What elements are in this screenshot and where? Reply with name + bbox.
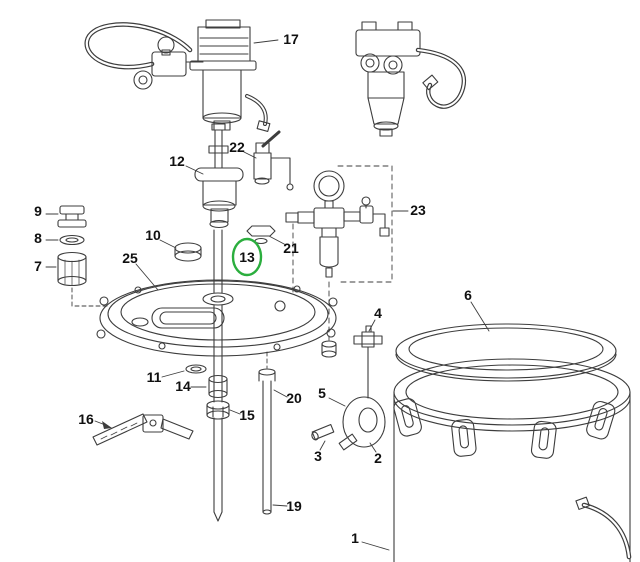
- part-label-6: 6: [464, 287, 472, 303]
- tank-body: [393, 358, 632, 562]
- highlight-ellipse-part-13: [231, 237, 263, 277]
- part-label-22: 22: [229, 139, 245, 155]
- agitator-shaft: [202, 229, 234, 522]
- part-label-3: 3: [314, 448, 322, 464]
- part-label-13: 13: [239, 249, 255, 265]
- part-label-16: 16: [78, 411, 94, 427]
- part-label-5: 5: [318, 385, 326, 401]
- part-label-19: 19: [286, 498, 302, 514]
- relief-valve: [253, 130, 294, 191]
- part-label-15: 15: [239, 407, 255, 423]
- tank-lug: [393, 398, 422, 437]
- washer-11: [185, 364, 207, 374]
- part-label-17: 17: [283, 31, 299, 47]
- part-label-1: 1: [351, 530, 359, 546]
- lid-handle: [151, 307, 225, 329]
- coupling-14: [208, 374, 228, 399]
- air-motor-right: [355, 21, 467, 137]
- part-label-21: 21: [283, 240, 299, 256]
- cup-7: [57, 251, 109, 307]
- elbow-4: [353, 325, 383, 399]
- part-label-9: 9: [34, 203, 42, 219]
- gasket-8: [59, 234, 85, 246]
- part-label-20: 20: [286, 390, 302, 406]
- regulator-assembly: [285, 165, 393, 358]
- tank-lug: [451, 418, 477, 457]
- nut-15: [206, 400, 230, 420]
- part-label-14: 14: [175, 378, 191, 394]
- agitator-drive: [194, 123, 244, 229]
- agitator-paddle: [92, 413, 194, 446]
- fluid-tube: [258, 351, 276, 515]
- part-label-4: 4: [374, 305, 382, 321]
- part-label-8: 8: [34, 230, 42, 246]
- clamp-assembly: [338, 396, 386, 451]
- cap-9: [57, 205, 87, 228]
- part-label-11: 11: [147, 369, 162, 385]
- leader-lines: [45, 39, 490, 551]
- tank-lug: [530, 420, 557, 459]
- tank-handle: [581, 502, 632, 560]
- part-label-23: 23: [410, 202, 426, 218]
- lid-vent: [274, 300, 286, 312]
- part-label-2: 2: [374, 450, 382, 466]
- tank-lid: [96, 279, 338, 357]
- part-label-25: 25: [122, 250, 138, 266]
- part-label-10: 10: [145, 227, 161, 243]
- tank-lug: [586, 400, 616, 440]
- part-label-12: 12: [169, 153, 185, 169]
- air-motor-left: [84, 19, 271, 132]
- pin-3: [311, 423, 335, 441]
- part-label-7: 7: [34, 258, 42, 274]
- clamp-ring: [395, 323, 617, 382]
- cap-10: [174, 242, 202, 262]
